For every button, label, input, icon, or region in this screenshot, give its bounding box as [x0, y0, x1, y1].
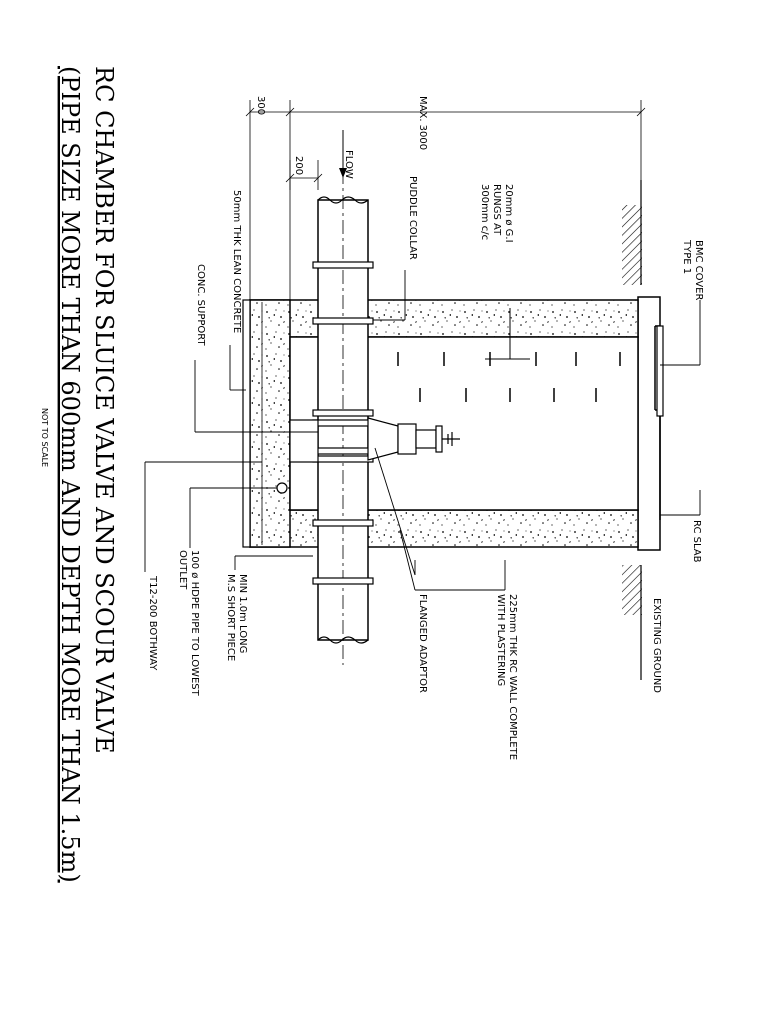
- rungs: [397, 308, 621, 402]
- rc-wall-top: [249, 299, 639, 338]
- rungs-label-1: 20mm ø G.I: [503, 184, 514, 243]
- rc-slab-label: RC SLAB: [691, 520, 702, 563]
- title-line-2: (PIPE SIZE MORE THAN 600mm AND DEPTH MOR…: [56, 66, 84, 883]
- conc-support-label: CONC. SUPPORT: [195, 264, 206, 346]
- title-line-1: RC CHAMBER FOR SLUICE VALVE AND SCOUR VA…: [90, 66, 118, 754]
- rungs-label-2: RUNGS AT: [491, 184, 502, 236]
- flanged-adaptor-label: FLANGED ADAPTOR: [417, 594, 428, 693]
- lean-concrete-label: 50mm THK LEAN CONCRETE: [231, 190, 242, 333]
- dim-200: 200: [293, 156, 304, 175]
- ms-piece-label-1: MIN 1.0m LONG: [237, 574, 248, 653]
- rc-wall-label-2: WITH PLASTERING: [495, 594, 506, 686]
- existing-ground-right: [622, 565, 642, 680]
- bmc-cover: [656, 325, 664, 417]
- bothway-label: T12-200 BOTHWAY: [147, 575, 158, 671]
- rc-wall-label-1: 225mm THK RC WALL COMPLETE: [507, 594, 518, 760]
- rc-wall-bottom: [249, 509, 639, 548]
- dimension-lines: [245, 100, 646, 300]
- lean-concrete: [242, 299, 251, 548]
- dim-max-3000: MAX. 3000: [417, 96, 428, 150]
- dim-300: 300: [255, 96, 266, 115]
- main-pipe: [317, 170, 369, 665]
- base-slab: [249, 299, 291, 548]
- hdpe-label-1: 100 ø HDPE PIPE TO LOWEST: [189, 550, 200, 697]
- leader-lines: [144, 270, 701, 591]
- bmc-cover-label-1: BMC COVER: [693, 240, 704, 300]
- hdpe-outlet-pipe: [276, 482, 288, 494]
- puddle-collar-label: PUDDLE COLLAR: [407, 176, 418, 260]
- rungs-label-3: 300mm c/c: [479, 184, 490, 240]
- bmc-cover-label-2: TYPE 1: [681, 239, 692, 274]
- conc-support: [289, 419, 319, 463]
- flow-label: FLOW: [343, 150, 354, 179]
- flow-arrow: [339, 130, 347, 178]
- existing-ground-left: [622, 180, 642, 285]
- existing-ground-label: EXISTING GROUND: [651, 598, 662, 693]
- scale-note: NOT TO SCALE: [40, 408, 49, 467]
- hdpe-label-2: OUTLET: [177, 550, 188, 590]
- ms-piece-label-2: M.S SHORT PIECE: [225, 574, 236, 661]
